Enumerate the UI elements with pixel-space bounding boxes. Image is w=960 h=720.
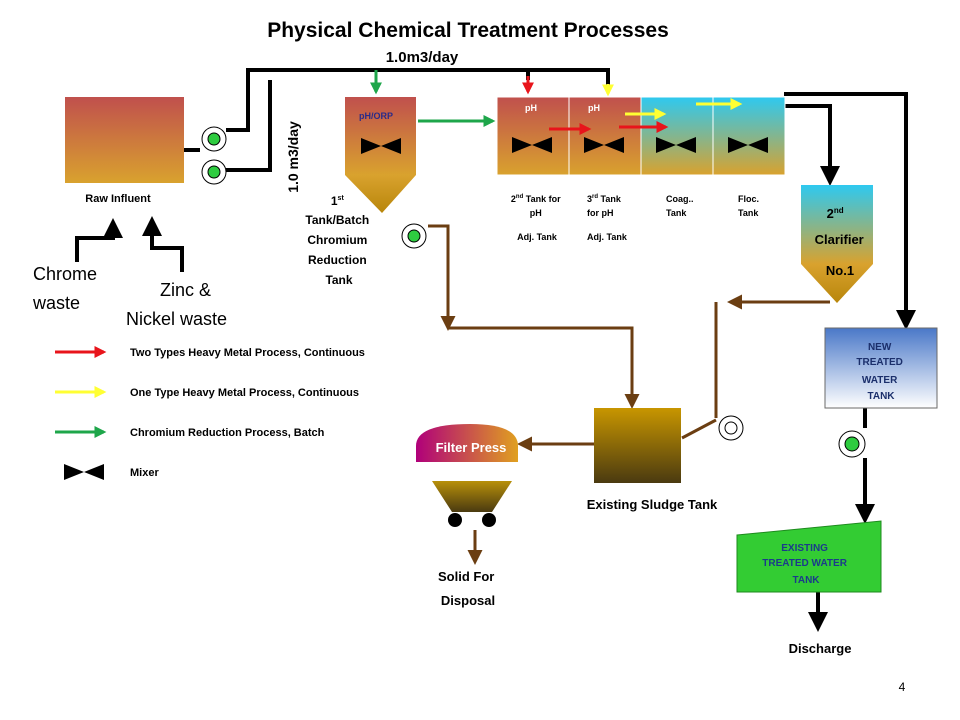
raw-influent-label: Raw Influent <box>85 193 151 205</box>
solid-disposal-line1: Solid For <box>438 569 494 584</box>
filter-press[interactable] <box>416 424 518 462</box>
tank1-body <box>345 97 416 175</box>
tank1-label-line4: Tank <box>325 273 352 287</box>
floc-line1: Floc. <box>738 194 759 204</box>
filter-press-label: Filter Press <box>436 440 507 455</box>
new-treated-line1: NEW <box>868 342 892 353</box>
legend-mixer-icon <box>64 464 104 480</box>
legend-green-label: Chromium Reduction Process, Batch <box>130 427 325 439</box>
zinc-nickel-waste-label: Zinc & Nickel waste <box>126 280 227 329</box>
diagram-title: Physical Chemical Treatment Processes <box>267 19 669 42</box>
new-treated-line2: TREATED <box>856 357 902 368</box>
new-treated-label: NEW TREATED WATER TANK <box>856 342 905 402</box>
existing-treated-label: EXISTING TREATED WATER TANK <box>762 543 849 586</box>
pump-new-treated[interactable] <box>838 430 866 458</box>
ph-tank2-num: 2 <box>511 194 516 204</box>
ph-tank3-sup: rd <box>592 194 598 200</box>
tank1-label-num: 1 <box>331 194 338 208</box>
tank1-sensor: pH/ORP <box>359 111 393 121</box>
solid-disposal-line2: Disposal <box>441 593 495 608</box>
tank1-label-line2: Chromium <box>307 233 367 247</box>
pump-influent-2[interactable] <box>201 159 227 185</box>
floc-line2: Tank <box>738 208 759 218</box>
existing-treated-line2: TREATED WATER <box>762 558 847 569</box>
ph-tank3-line3: Adj. Tank <box>587 232 628 242</box>
zinc-nickel-line1: Zinc & <box>160 280 211 300</box>
flow-rate-side: 1.0 m3/day <box>285 121 301 193</box>
coag-line1: Coag.. <box>666 194 694 204</box>
page-number: 4 <box>899 680 906 694</box>
clarifier-label: 2nd Clarifier No.1 <box>815 201 868 278</box>
ph-tank2-line1: Tank for <box>523 194 561 204</box>
tank1-label-line3: Reduction <box>308 253 367 267</box>
ph-tank2-line3: Adj. Tank <box>517 232 558 242</box>
existing-treated-water-tank <box>736 520 882 593</box>
ph-tank2 <box>496 96 570 176</box>
existing-sludge-tank <box>594 408 681 483</box>
sludge-tank-label: Existing Sludge Tank <box>587 497 718 512</box>
legend-mixer-label: Mixer <box>130 467 159 479</box>
ph-tank3 <box>568 96 642 176</box>
clarifier-body <box>801 185 873 264</box>
legend-yellow-label: One Type Heavy Metal Process, Continuous <box>130 387 359 399</box>
discharge-label: Discharge <box>789 641 852 656</box>
coag-line2: Tank <box>666 208 687 218</box>
tank1-label-sup: st <box>338 195 345 202</box>
ph-tank2-line2: pH <box>530 208 542 218</box>
legend-red-label: Two Types Heavy Metal Process, Continuou… <box>130 347 365 359</box>
chrome-waste-label: Chrome waste <box>32 264 102 313</box>
mixer-coag-tank <box>656 137 696 153</box>
floc-tank <box>712 96 786 176</box>
pump-influent-1[interactable] <box>201 126 227 152</box>
solid-disposal-label: Solid For Disposal <box>438 569 498 608</box>
filter-cart-wheel-right <box>482 513 496 527</box>
new-treated-line4: TANK <box>867 391 895 402</box>
ph-tank3-line2: for pH <box>587 208 614 218</box>
existing-treated-line3: TANK <box>792 575 820 586</box>
tank1-cone <box>345 175 416 213</box>
ph-tank3-label: 3rd Tank for pH Adj. Tank <box>587 194 628 242</box>
chrome-waste-line2: waste <box>32 293 80 313</box>
coag-tank-label: Coag.. Tank <box>666 194 696 218</box>
raw-influent-tank <box>65 97 184 183</box>
mixer-ph-tank2 <box>512 137 552 153</box>
clarifier-line2: No.1 <box>826 263 854 278</box>
sludge-pipes <box>428 224 830 565</box>
filter-hopper <box>432 481 512 512</box>
pump-sludge[interactable] <box>718 415 744 441</box>
flow-rate-top: 1.0m3/day <box>386 49 459 66</box>
coag-tank <box>640 96 714 176</box>
clarifier-sup: nd <box>834 206 844 215</box>
ph-sensor-a: pH <box>525 103 537 113</box>
new-treated-line3: WATER <box>862 375 898 386</box>
mixer-ph-tank3 <box>584 137 624 153</box>
legend: Two Types Heavy Metal Process, Continuou… <box>55 346 365 480</box>
pump-tank1[interactable] <box>401 223 427 249</box>
ph-tank3-num: 3 <box>587 194 592 204</box>
mixer-tank1 <box>361 138 401 154</box>
clarifier-num: 2 <box>827 206 834 221</box>
ph-tank2-label: 2nd Tank for pH Adj. Tank <box>511 194 563 242</box>
ph-tank2-sup: nd <box>516 194 524 200</box>
filter-cart-wheel-left <box>448 513 462 527</box>
chrome-waste-line1: Chrome <box>33 264 97 284</box>
tank1-label-line1: Tank/Batch <box>305 213 369 227</box>
ph-tank3-line1: Tank <box>598 194 622 204</box>
tank1-label: 1st Tank/Batch Chromium Reduction Tank <box>305 189 372 287</box>
clarifier-line1: Clarifier <box>815 232 864 247</box>
existing-treated-line1: EXISTING <box>781 543 828 554</box>
ph-sensor-b: pH <box>588 103 600 113</box>
new-treated-water-tank <box>824 327 938 409</box>
clarifier-cone <box>801 264 873 303</box>
floc-tank-label: Floc. Tank <box>738 194 762 218</box>
zinc-nickel-line2: Nickel waste <box>126 309 227 329</box>
black-pipes <box>75 68 916 632</box>
mixer-floc-tank <box>728 137 768 153</box>
